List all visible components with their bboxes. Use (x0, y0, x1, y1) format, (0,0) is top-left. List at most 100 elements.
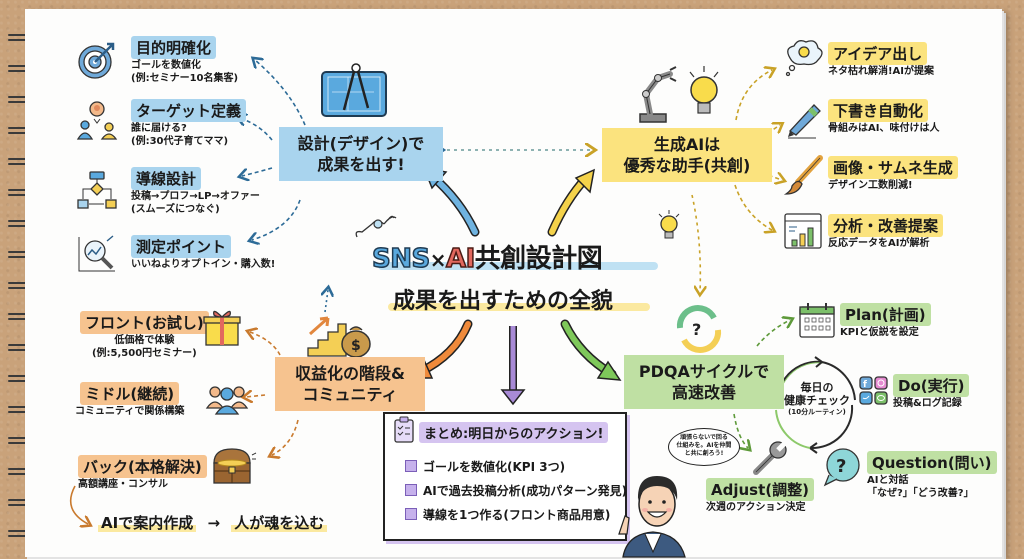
ai-item-desc: ネタ枯れ解消!AIが提案 (828, 66, 935, 77)
pdca-item[interactable]: Plan(計画)KPIと仮説を設定 (799, 303, 931, 339)
ai-item-title: 下書き自動化 (828, 99, 929, 122)
social-media-icon: f (859, 376, 889, 410)
community-icon (205, 378, 249, 422)
thought-bulb-icon (784, 38, 824, 82)
arrow-monetize-to-front (250, 332, 281, 356)
design-item-desc: 誰に届ける? (131, 123, 187, 134)
pdca-item-title: Do(実行) (893, 374, 970, 397)
gift-icon (202, 307, 242, 351)
svg-text:f: f (863, 380, 867, 390)
pdca-item[interactable]: f Do(実行)投稿&ログ記録 (859, 374, 970, 410)
persona-icon (76, 101, 118, 145)
ai-item-desc: 骨組みはAI、味付けは人 (828, 123, 940, 134)
title-suffix: 共創設計図 (474, 244, 603, 274)
arrow-back-to-ai-guide (69, 485, 88, 524)
pdca-item-desc: AIと対話 (867, 475, 909, 486)
arrow-center-to-ai (549, 175, 589, 235)
pdca-item[interactable]: ?Question(問い)AIと対話「なぜ?」「どう改善?」 (823, 448, 997, 500)
health-check-line1: 毎日の (800, 381, 834, 394)
design-item[interactable]: 導線設計投稿→プロフ→LP→オファー (スムーズにつなぐ) (77, 167, 260, 216)
calendar-icon (798, 301, 838, 345)
design-item-desc: (スムーズにつなぐ) (131, 204, 220, 215)
summary-action-label: AIで過去投稿分析(成功パターン発見) (423, 484, 628, 498)
monetize-item-desc: 高額講座・コンサル (78, 479, 168, 490)
arrow-monetize-to-middle (246, 395, 266, 397)
monetize-hub-label: 収益化の階段& コミュニティ (295, 364, 405, 404)
summary-action-item[interactable]: 導線を1つ作る(フロント商品用意) (405, 506, 610, 523)
design-item[interactable]: 測定ポイントいいねよりオプトイン・購入数! (78, 235, 276, 272)
arrow-ai-to-idea (735, 70, 772, 121)
clipboard-checklist-icon (394, 416, 414, 443)
monetize-hub[interactable]: 収益化の階段& コミュニティ (275, 357, 425, 411)
pen-icon (784, 99, 824, 143)
design-hub[interactable]: 設計(デザイン)で 成果を出す! (279, 127, 443, 181)
ai-item[interactable]: 画像・サムネ生成デザイン工数削減! (783, 155, 958, 195)
monetize-item[interactable]: ミドル(継続)コミュニティで関係構築 (75, 382, 249, 418)
bar-chart-icon (784, 212, 824, 256)
health-check-line2: 健康チェック (784, 394, 850, 407)
ai-item-title: 分析・改善提案 (828, 214, 944, 237)
monetize-item-title: ミドル(継続) (80, 382, 180, 405)
pdca-item-desc: 次週のアクション決定 (706, 502, 806, 513)
design-item[interactable]: ターゲット定義誰に届ける?(例:30代子育てママ) (76, 99, 247, 148)
design-item-title: 導線設計 (131, 167, 202, 190)
design-item-desc: 投稿→プロフ→LP→オファー (131, 191, 260, 202)
svg-text:?: ? (692, 320, 701, 339)
main-title: SNS×AI共創設計図 (371, 238, 603, 275)
title-cross: × (429, 248, 447, 272)
ai-item-desc: 反応データをAIが解析 (828, 238, 930, 249)
arrow-monetize-up (325, 290, 328, 313)
analytics-magnifier-icon (77, 233, 117, 277)
health-check-line3: (10分ルーティン) (788, 408, 846, 416)
monetize-item[interactable]: フロント(お試し)低価格で体験(例:5,500円セミナー) (80, 310, 241, 360)
monetize-item-desc: コミュニティで関係構築 (75, 406, 185, 417)
arrow-pdca-to-plan (756, 320, 790, 347)
summary-title: まとめ:明日からのアクション! (419, 422, 609, 443)
flow-human-soul: 人が魂を込む (231, 514, 328, 532)
pdca-item-title: Adjust(調整) (706, 478, 814, 501)
ai-item[interactable]: アイデア出しネタ枯れ解消!AIが提案 (785, 40, 935, 78)
paintbrush-icon (783, 155, 824, 200)
monetize-item[interactable]: バック(本格解決)高額講座・コンサル (78, 448, 257, 491)
ai-hub[interactable]: 生成AIは 優秀な助手(共創) (602, 128, 772, 182)
design-item[interactable]: 目的明確化ゴールを数値化(例:セミナー10名集客) (78, 36, 238, 85)
ai-item[interactable]: 分析・改善提案反応データをAIが解析 (784, 213, 944, 250)
design-item-desc: いいねよりオプトイン・購入数! (131, 259, 276, 270)
pdca-item-desc: 投稿&ログ記録 (893, 398, 962, 409)
arrow-design-to-flow (242, 167, 273, 176)
ai-item-title: 画像・サムネ生成 (828, 156, 958, 179)
action-summary-box: まとめ:明日からのアクション! ゴールを数値化(KPI 3つ) AIで過去投稿分析… (383, 412, 627, 541)
pdca-item-title: Question(問い) (867, 451, 997, 474)
arrow-monetize-to-back (272, 419, 299, 455)
bubble-line2: 仕組みを。AIを仲間 (676, 442, 732, 449)
question-bubble-icon: ? (823, 447, 863, 491)
summary-action-item[interactable]: ゴールを数値化(KPI 3つ) (405, 458, 565, 475)
flowchart-icon (77, 171, 117, 215)
checkbox-icon[interactable] (405, 508, 417, 520)
wrench-icon (750, 438, 790, 482)
pdca-hub[interactable]: PDQAサイクルで 高速改善 (624, 355, 784, 409)
treasure-chest-icon (210, 445, 257, 489)
presenter-avatar (618, 476, 686, 558)
design-item-title: 測定ポイント (131, 235, 232, 258)
doodle-icon (355, 215, 397, 238)
ai-item-title: アイデア出し (828, 42, 928, 65)
title-sns: SNS (371, 243, 431, 275)
arrow-design-to-measure (252, 199, 301, 240)
pdca-item-title: Plan(計画) (840, 303, 931, 326)
flow-ai-guide: AIで案内作成 (98, 514, 197, 532)
ai-item[interactable]: 下書き自動化骨組みはAI、味付けは人 (788, 99, 940, 139)
arrow-design-to-goal (255, 60, 306, 126)
summary-action-item[interactable]: AIで過去投稿分析(成功パターン発見) (405, 482, 627, 499)
subtitle-underline (388, 303, 650, 311)
monetize-item-title: フロント(お試し) (80, 311, 209, 334)
checkbox-icon[interactable] (405, 460, 417, 472)
lightbulb-icon (658, 210, 680, 239)
daily-cycle-ring (775, 356, 856, 454)
checkbox-icon[interactable] (405, 484, 417, 496)
pdca-item[interactable]: Adjust(調整)次週のアクション決定 (706, 440, 814, 514)
cycle-question-icon: ? (676, 305, 722, 353)
ai-guide-flow: AIで案内作成 → 人が魂を込む (98, 512, 328, 533)
design-item-title: 目的明確化 (131, 36, 217, 59)
arrow-ai-to-analysis (734, 184, 772, 230)
